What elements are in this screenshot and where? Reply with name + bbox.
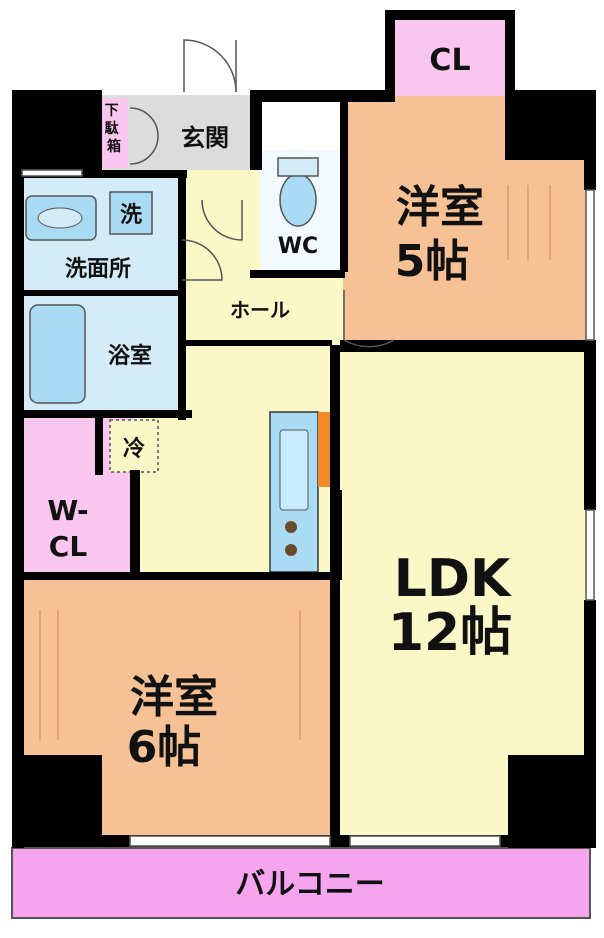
shoe-box-char: 下 — [105, 103, 119, 119]
kitchen-sink — [279, 429, 309, 511]
laundry-pan — [109, 191, 153, 235]
shoe-box-floor — [100, 98, 128, 168]
shoe-box-char: 箱 — [107, 138, 121, 155]
bathtub — [29, 304, 86, 404]
ldk-size: 12帖 — [388, 603, 512, 663]
balcony-floor — [11, 847, 591, 919]
closet-floor — [393, 18, 505, 96]
fridge-space — [109, 419, 159, 473]
shoe-box-char: 駄 — [105, 120, 120, 137]
basin-bowl — [37, 207, 83, 229]
western-room-5-label: 洋室 — [396, 182, 484, 233]
toilet-label: WC — [278, 234, 318, 259]
western-room-5-size: 5帖 — [395, 236, 470, 287]
doors — [129, 39, 395, 348]
washroom-label: 洗面所 — [65, 257, 131, 282]
ldk-label: LDK — [394, 549, 512, 609]
fridge-label: 冷 — [123, 436, 145, 462]
western-room-6-label: 洋室 — [130, 672, 218, 723]
walk-in-closet-label-2: CL — [49, 530, 88, 563]
shoe-box-label: 下 駄 箱 — [105, 103, 124, 155]
toilet-tank — [277, 157, 319, 177]
windows — [21, 169, 595, 847]
western-room-6-size: 6帖 — [127, 722, 202, 773]
hall-label: ホール — [230, 298, 290, 322]
laundry-label: 洗 — [120, 203, 142, 228]
entrance-label: 玄関 — [181, 124, 229, 152]
balcony-label: バルコニー — [235, 867, 384, 902]
toilet-bowl — [279, 173, 317, 227]
closet-label: CL — [429, 43, 470, 78]
stove-burner — [285, 521, 297, 533]
stove-burner — [285, 544, 297, 556]
floor-grain — [39, 185, 551, 740]
bathroom-label: 浴室 — [108, 343, 152, 369]
walk-in-closet-label-1: W- — [47, 494, 88, 527]
